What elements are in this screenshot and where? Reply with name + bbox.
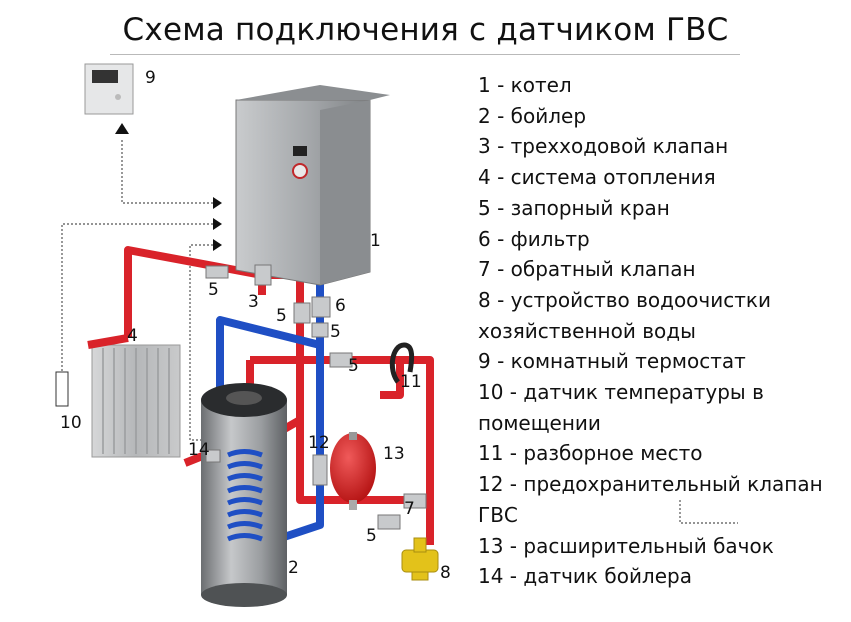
check-valve-icon (403, 493, 427, 509)
label-shutoff-valve: 5 (366, 526, 377, 546)
page-title: Схема подключения с датчиком ГВС (122, 12, 729, 48)
arrow-icon (213, 197, 222, 209)
tap-hose (389, 342, 415, 384)
legend-item: 14 - датчик бойлера (478, 564, 692, 589)
water-heater-cylinder (201, 383, 287, 607)
gas-boiler (235, 85, 390, 286)
legend-item: 5 - запорный кран (478, 195, 670, 220)
label-shutoff-valve: 5 (276, 306, 287, 326)
legend-item: 4 - система отопления (478, 165, 716, 190)
label-expansion-tank: 13 (383, 444, 405, 464)
radiator (91, 344, 181, 458)
label-filter: 6 (335, 296, 346, 316)
title-underline (110, 54, 740, 55)
label-water-heater: 2 (288, 558, 299, 578)
label-heating-system: 4 (127, 326, 138, 346)
boiler-sensor-icon (205, 449, 221, 463)
label-check-valve: 7 (404, 499, 415, 519)
shutoff-valve-icon (293, 302, 311, 324)
shutoff-valve-icon (329, 352, 353, 368)
label-room-sensor: 10 (60, 413, 82, 433)
label-boiler: 1 (370, 231, 381, 251)
legend-item: 9 - комнатный термостат (478, 349, 746, 374)
label-water-treatment: 8 (440, 563, 451, 583)
label-boiler-sensor: 14 (188, 440, 210, 460)
legend-item: 10 - датчик температуры в помещении (478, 380, 764, 435)
filter-icon (311, 296, 331, 318)
water-treatment-unit (401, 537, 439, 581)
hot-pipes (87, 246, 434, 545)
legend-item: 13 - расширительный бачок (478, 533, 774, 558)
legend-list: 1 - котел 2 - бойлер 3 - трехходовой кла… (478, 70, 838, 592)
expansion-tank (330, 432, 376, 510)
legend-item: 3 - трехходовой клапан (478, 134, 729, 159)
label-room-thermostat: 9 (145, 68, 156, 88)
legend-item: 8 - устройство водоочистки хозяйственной… (478, 287, 771, 343)
arrow-icon (115, 123, 129, 134)
shutoff-valve-icon (205, 265, 229, 279)
room-sensor-device (55, 371, 69, 407)
label-shutoff-valve: 5 (208, 280, 219, 300)
room-thermostat-device (84, 63, 134, 115)
arrow-icon (213, 218, 222, 230)
three-way-valve-icon (254, 264, 272, 286)
shutoff-valve-icon (311, 322, 329, 338)
signal-lines (61, 140, 738, 524)
arrow-icon (213, 239, 222, 251)
label-shutoff-valve: 5 (330, 322, 341, 342)
legend-item: 7 - обратный клапан (478, 257, 696, 282)
legend-item: 11 - разборное место (478, 441, 703, 466)
label-shutoff-valve: 5 (348, 356, 359, 376)
label-safety-valve: 12 (308, 433, 330, 453)
legend-item: 1 - котел (478, 73, 572, 97)
shutoff-valve-icon (377, 514, 401, 530)
label-three-way-valve: 3 (248, 292, 259, 312)
label-tap: 11 (400, 372, 422, 392)
signal-arrows (115, 123, 222, 251)
legend-item: 6 - фильтр (478, 226, 590, 251)
legend-item: 2 - бойлер (478, 103, 587, 128)
legend-item: 12 - предохранительный клапан ГВС (478, 472, 823, 527)
safety-valve-icon (312, 454, 328, 486)
valves (205, 264, 427, 530)
